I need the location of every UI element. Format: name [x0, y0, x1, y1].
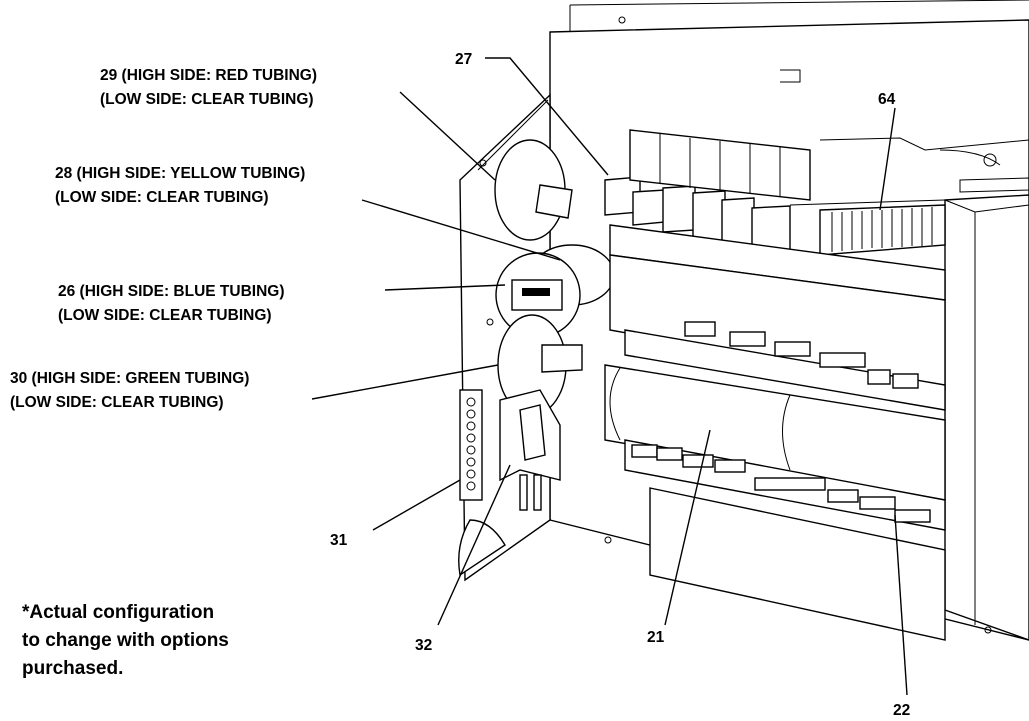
ground-terminal-strip — [459, 389, 483, 501]
callout-28-high: 28 (HIGH SIDE: YELLOW TUBING) — [55, 165, 305, 182]
part-number-27: 27 — [455, 51, 472, 68]
part-number-22: 22 — [893, 702, 910, 719]
io-connectors-22 — [624, 439, 946, 531]
callout-28-low: (LOW SIDE: CLEAR TUBING) — [55, 189, 269, 206]
part-number-31: 31 — [330, 532, 348, 549]
callout-29-high: 29 (HIGH SIDE: RED TUBING) — [100, 67, 317, 84]
transformer-32 — [499, 389, 561, 511]
configuration-note: *Actual configuration to change with opt… — [22, 602, 229, 679]
terminal-block-64 — [789, 199, 946, 256]
part-number-32: 32 — [415, 637, 432, 654]
callout-30-low: (LOW SIDE: CLEAR TUBING) — [10, 394, 224, 411]
bottom-power-box — [604, 487, 992, 641]
pressure-switch-30 — [497, 314, 583, 416]
callout-29-low: (LOW SIDE: CLEAR TUBING) — [100, 91, 314, 108]
relay-bank-27 — [604, 129, 811, 257]
part-number-64: 64 — [878, 91, 896, 108]
part-number-labels: 27 64 31 32 21 22 — [330, 51, 910, 719]
leader-lines — [311, 57, 908, 696]
controller-module-21 — [604, 321, 946, 501]
callout-26-low: (LOW SIDE: CLEAR TUBING) — [58, 307, 272, 324]
callout-30-high: 30 (HIGH SIDE: GREEN TUBING) — [10, 370, 249, 387]
callout-26-high: 26 (HIGH SIDE: BLUE TUBING) — [58, 283, 284, 300]
note-line-3: purchased. — [22, 658, 123, 679]
pressure-switch-29 — [494, 139, 573, 241]
note-line-2: to change with options — [22, 630, 229, 651]
wire-duct — [944, 194, 1029, 641]
callout-labels: 29 (HIGH SIDE: RED TUBING) (LOW SIDE: CL… — [10, 67, 317, 411]
note-line-1: *Actual configuration — [22, 602, 214, 623]
pressure-switch-26 — [495, 252, 581, 338]
part-number-21: 21 — [647, 629, 665, 646]
